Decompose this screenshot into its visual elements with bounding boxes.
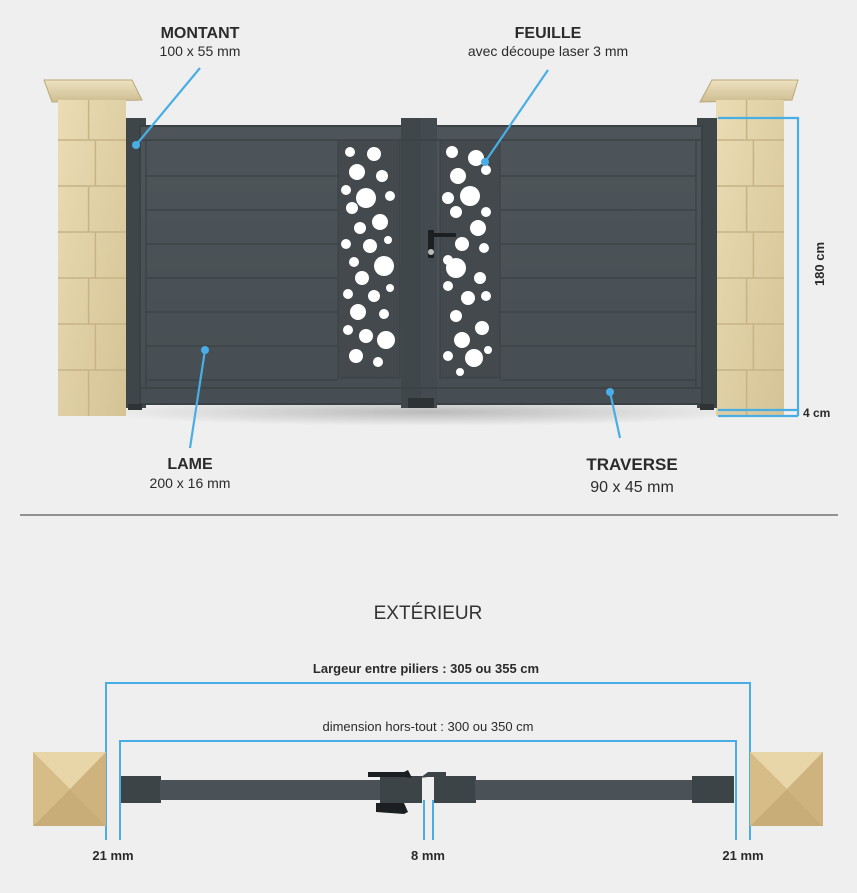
gate bbox=[126, 118, 717, 410]
callout-dots bbox=[132, 141, 614, 396]
plan-dimension-lines bbox=[105, 682, 751, 840]
callout-lines bbox=[135, 67, 800, 449]
traverse-title: TRAVERSE bbox=[586, 455, 677, 474]
montant-sub: 100 x 55 mm bbox=[160, 43, 241, 59]
left-gap-label: 21 mm bbox=[92, 848, 133, 863]
lame-sub: 200 x 16 mm bbox=[150, 475, 231, 491]
left-pillar-body bbox=[58, 100, 126, 416]
left-pillar bbox=[43, 79, 143, 416]
traverse-sub: 90 x 45 mm bbox=[590, 479, 674, 496]
right-pillar bbox=[699, 79, 799, 416]
height-dimension: 180 cm bbox=[812, 242, 827, 286]
width-between-pillars: Largeur entre piliers : 305 ou 355 cm bbox=[313, 661, 539, 676]
center-gap-label: 8 mm bbox=[411, 848, 445, 863]
right-pillar-plan bbox=[750, 752, 823, 826]
lame-title: LAME bbox=[167, 456, 213, 473]
right-pillar-cap bbox=[699, 79, 799, 103]
feuille-sub: avec découpe laser 3 mm bbox=[468, 43, 628, 59]
left-pillar-plan bbox=[33, 752, 106, 826]
montant-title: MONTANT bbox=[161, 25, 240, 42]
ground-dimension: 4 cm bbox=[803, 406, 830, 420]
overall-dimension: dimension hors-tout : 300 ou 350 cm bbox=[322, 719, 533, 734]
center-post-right bbox=[421, 118, 437, 408]
left-pillar-cap bbox=[43, 79, 143, 103]
plan-title: EXTÉRIEUR bbox=[374, 603, 483, 624]
gate-plan bbox=[121, 770, 734, 814]
right-gap-label: 21 mm bbox=[722, 848, 763, 863]
feuille-title: FEUILLE bbox=[515, 25, 582, 42]
right-pillar-body bbox=[716, 100, 784, 416]
center-post-left bbox=[401, 118, 421, 408]
gate-handle bbox=[428, 230, 456, 258]
